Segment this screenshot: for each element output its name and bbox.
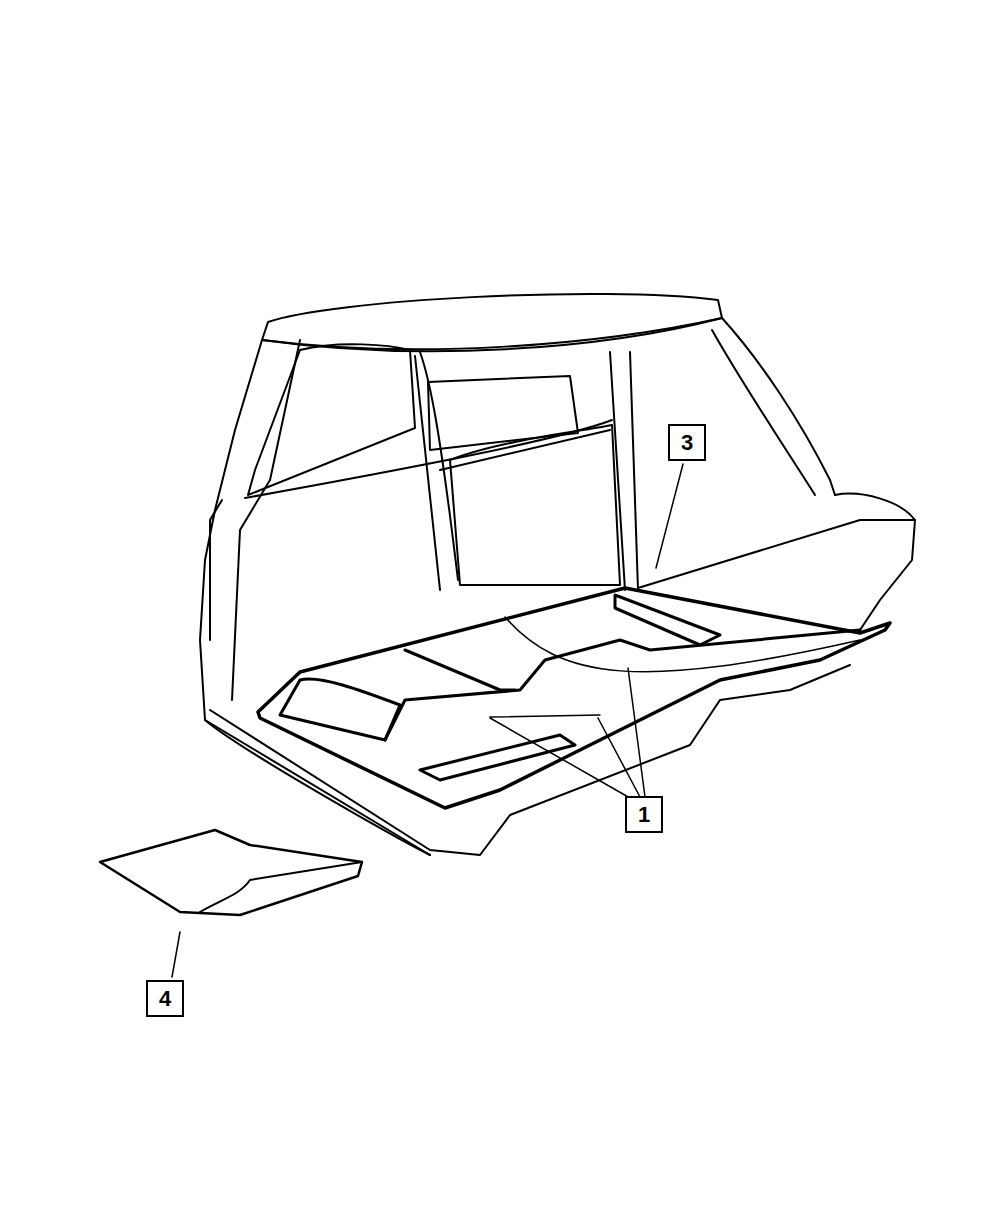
pillar: [232, 340, 300, 700]
belt-line: [440, 430, 610, 470]
windshield: [712, 330, 815, 495]
b-pillar: [415, 356, 440, 590]
door-window: [450, 425, 620, 585]
callout-box: 1: [625, 796, 663, 833]
cowl: [835, 494, 915, 630]
floor-base: [210, 665, 850, 855]
leader-line: [172, 464, 683, 977]
floor-mat-fold: [200, 862, 362, 912]
callout-box: 3: [668, 424, 706, 461]
b-pillar: [420, 352, 458, 580]
sill: [205, 720, 430, 855]
floor-mat: [100, 830, 362, 915]
callout-box: 4: [146, 980, 184, 1017]
callout-number: 1: [638, 804, 650, 826]
roof-edge: [262, 318, 722, 351]
callout-number: 3: [681, 432, 693, 454]
carpet: [258, 588, 890, 808]
a-pillar: [722, 318, 835, 495]
belt-line: [245, 420, 612, 498]
rear-side-window: [248, 344, 415, 495]
roof: [262, 294, 722, 349]
rear-window: [428, 376, 578, 450]
callout-number: 4: [159, 988, 171, 1010]
dash: [638, 520, 915, 588]
pillar: [630, 352, 638, 590]
body-rear-inner: [210, 500, 222, 640]
